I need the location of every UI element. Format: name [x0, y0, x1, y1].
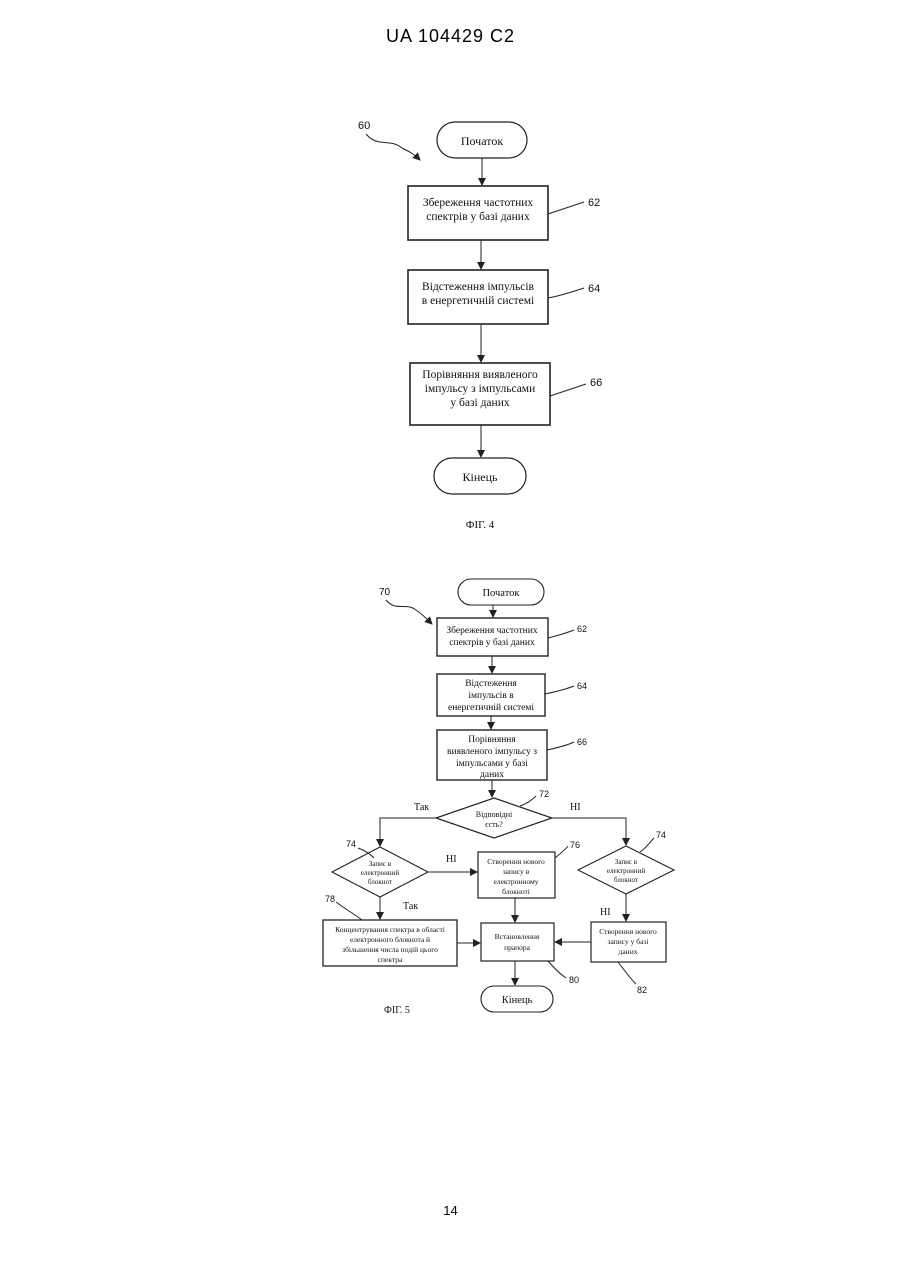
fig5-ref-74-right: 74: [656, 830, 666, 840]
fig5-box-76-line1: Створення нового: [487, 857, 545, 866]
fig4-step-64: Відстеження імпульсів в енергетичній сис…: [408, 270, 600, 324]
fig4-step-64-line2: в енергетичній системі: [422, 295, 534, 307]
fig5-step-62-line1: Збереження частотних: [446, 625, 537, 636]
fig5-decision-74-left: Запис в електронний блокнот 74: [332, 839, 428, 897]
fig5-step-64-line3: енергетичній системі: [448, 702, 534, 713]
fig5-box-76-line3: електронному: [494, 877, 539, 886]
fig5-decision-72: Відповідні єсть? 72: [436, 789, 552, 838]
fig5-box-80: Встановлення прапора 80: [481, 923, 579, 985]
fig5-step-64-line1: Відстеження: [465, 679, 517, 689]
fig4-step-66-line2: імпульсу з імпульсами: [425, 383, 536, 395]
fig5-label-yes-left: Так: [414, 802, 429, 813]
figure-4: 60 Початок Збереження частотних спектрів…: [358, 120, 602, 531]
fig4-step-62-line1: Збереження частотних: [423, 197, 534, 209]
fig5-box-82-line1: Створення нового: [599, 927, 657, 936]
fig5-decision-74-left-line3: блокнот: [368, 878, 392, 886]
fig4-step-62: Збереження частотних спектрів у базі дан…: [408, 186, 600, 240]
fig5-box-82: Створення нового запису у базі даних 82: [591, 922, 666, 995]
fig5-end-label: Кінець: [502, 995, 533, 1006]
fig4-start-terminator: Початок: [437, 122, 527, 158]
fig4-start-label: Початок: [461, 134, 503, 148]
fig5-ref-64: 64: [577, 681, 587, 691]
fig5-step-62-line2: спектрів у базі даних: [449, 637, 535, 648]
fig5-box-78: Концентрування спектра в області електро…: [323, 894, 457, 966]
fig5-ref-74-left: 74: [346, 839, 356, 849]
fig5-decision-74-left-line1: Запис в: [369, 860, 392, 868]
fig5-decision-74-right-line3: блокнот: [614, 876, 638, 884]
figure-5: 70 Початок Збереження частотних спектрів…: [323, 579, 674, 1016]
fig4-ref-66: 66: [590, 377, 602, 389]
fig5-ref-72: 72: [539, 789, 549, 799]
fig4-step-66: Порівняння виявленого імпульсу з імпульс…: [410, 363, 602, 425]
fig5-box-76-line4: блокноті: [502, 887, 530, 896]
fig4-end-terminator: Кінець: [434, 458, 526, 494]
fig4-step-66-line3: у базі даних: [450, 397, 509, 409]
fig5-label-no-right-down: НІ: [600, 907, 611, 918]
fig5-box-80-line2: прапора: [504, 943, 531, 952]
fig5-box-78-line1: Концентрування спектра в області: [335, 925, 445, 934]
fig5-step-66-line4: даних: [480, 770, 504, 780]
fig5-step-64-line2: імпульсів в: [468, 691, 514, 701]
fig5-label-no-right: НІ: [570, 802, 581, 813]
fig5-decision-74-left-line2: електронний: [361, 869, 399, 877]
fig4-ref-64: 64: [588, 283, 600, 295]
fig5-box-76-line2: запису в: [503, 867, 530, 876]
fig5-ref-70: 70: [379, 587, 391, 598]
fig4-end-label: Кінець: [463, 470, 499, 484]
fig5-box-82-line3: даних: [619, 947, 638, 956]
fig4-ref-60: 60: [358, 120, 370, 132]
fig5-step-66-line3: імпульсами у базі: [456, 758, 528, 769]
fig4-step-64-line1: Відстеження імпульсів: [422, 281, 534, 293]
fig5-ref-82: 82: [637, 985, 647, 995]
fig5-decision-72-line1: Відповідні: [476, 810, 513, 819]
fig5-ref-66: 66: [577, 737, 587, 747]
fig5-box-78-line4: спектра: [378, 955, 403, 964]
fig4-step-66-line1: Порівняння виявленого: [422, 369, 538, 381]
fig5-box-78-line3: збільшення числа подій цього: [342, 945, 438, 954]
fig4-caption: ФІГ. 4: [466, 519, 495, 531]
fig5-ref-62: 62: [577, 624, 587, 634]
fig4-step-62-line2: спектрів у базі даних: [426, 211, 530, 223]
fig5-label-yes-down: Так: [403, 901, 418, 912]
fig5-box-76: Створення нового запису в електронному б…: [478, 840, 580, 898]
fig5-caption: ФІГ. 5: [384, 1005, 410, 1016]
fig4-ref-62: 62: [588, 197, 600, 209]
fig5-decision-74-right-line2: електронний: [607, 867, 645, 875]
fig5-box-78-line2: електронного блокнота й: [350, 935, 430, 944]
fig5-ref-78: 78: [325, 894, 335, 904]
fig5-step-66-line1: Порівняння: [468, 735, 516, 745]
fig5-ref-80: 80: [569, 975, 579, 985]
fig5-box-82-line2: запису у базі: [608, 937, 649, 946]
fig5-step-66: Порівняння виявленого імпульсу з імпульс…: [437, 730, 587, 780]
fig5-start-terminator: Початок: [458, 579, 544, 605]
fig5-step-62: Збереження частотних спектрів у базі дан…: [437, 618, 587, 656]
fig5-step-66-line2: виявленого імпульсу з: [447, 747, 537, 757]
fig5-label-no-mid: НІ: [446, 854, 457, 865]
fig5-box-80-line1: Встановлення: [495, 932, 540, 941]
fig5-end-terminator: Кінець: [481, 986, 553, 1012]
fig5-decision-72-line2: єсть?: [485, 820, 503, 829]
fig5-ref-76: 76: [570, 840, 580, 850]
page-number: 14: [0, 1203, 901, 1218]
fig5-decision-74-right-line1: Запис в: [615, 858, 638, 866]
fig5-start-label: Початок: [482, 588, 520, 599]
fig5-step-64: Відстеження імпульсів в енергетичній сис…: [437, 674, 587, 716]
